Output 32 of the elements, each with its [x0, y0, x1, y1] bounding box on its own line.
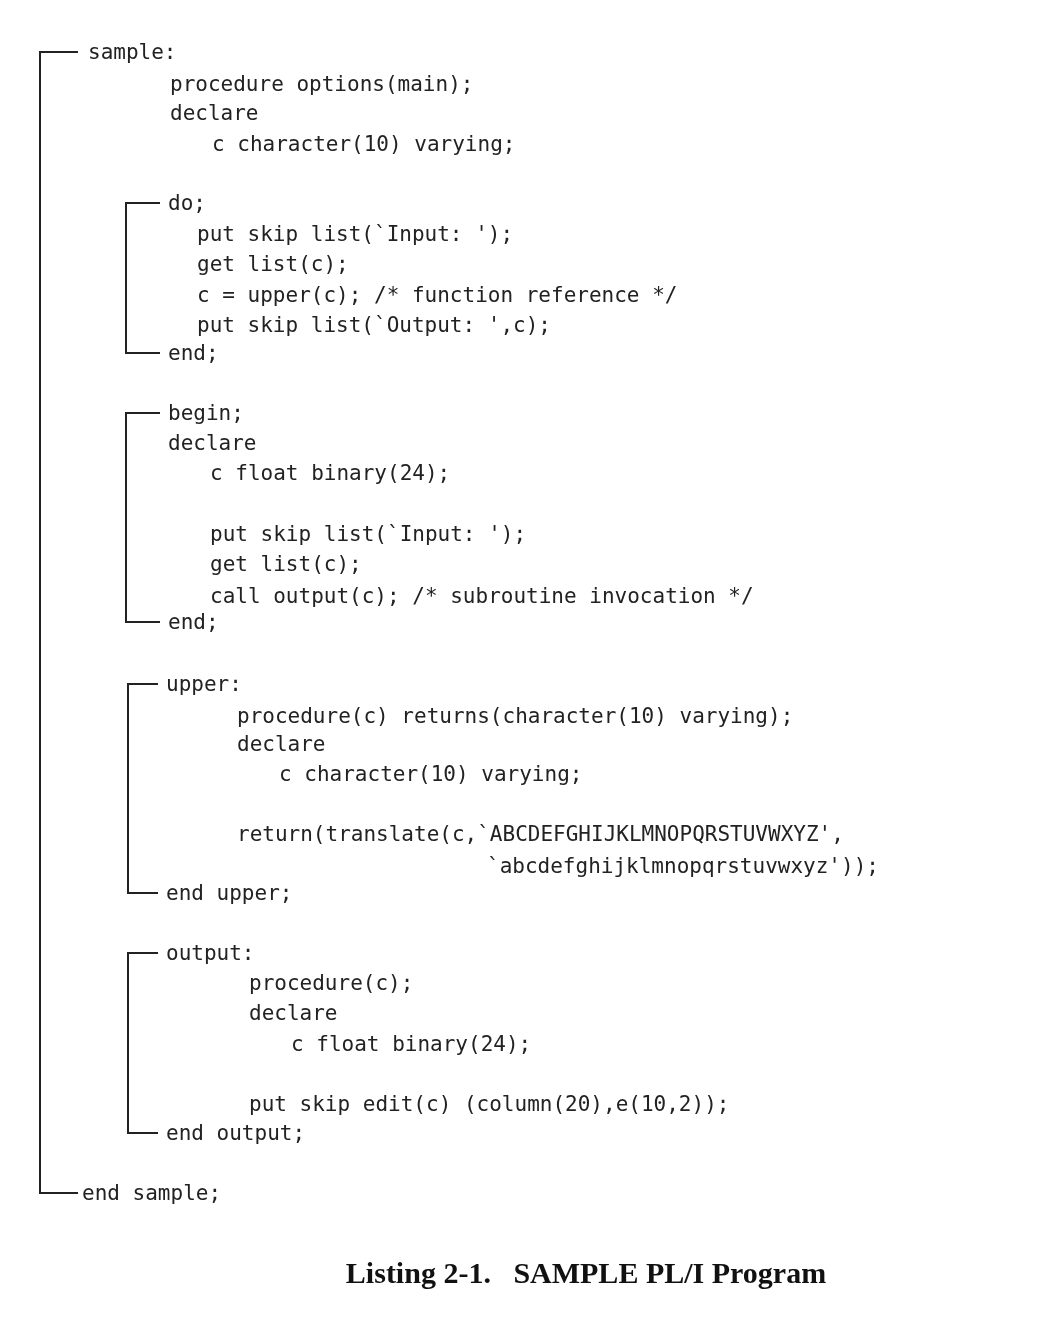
code-line: end; — [168, 609, 219, 635]
code-line: end sample; — [82, 1180, 222, 1206]
code-line: c float binary(24); — [291, 1031, 532, 1057]
code-line: sample: — [88, 39, 177, 65]
code-line: c = upper(c); /* function reference */ — [197, 282, 678, 308]
code-line: put skip list(`Input: '); — [210, 521, 527, 547]
code-line: do; — [168, 190, 206, 216]
code-line: end output; — [166, 1120, 306, 1146]
code-line: call output(c); /* subroutine invocation */ — [210, 583, 754, 609]
code-line: return(translate(c,`ABCDEFGHIJKLMNOPQRSTUVWXYZ', — [237, 821, 844, 847]
code-line: declare — [170, 100, 259, 126]
code-line: `abcdefghijklmnopqrstuvwxyz')); — [487, 853, 879, 879]
code-line: c character(10) varying; — [279, 761, 583, 787]
code-line: put skip list(`Input: '); — [197, 221, 514, 247]
code-line: c character(10) varying; — [212, 131, 516, 157]
code-line: end upper; — [166, 880, 293, 906]
code-line: upper: — [166, 671, 242, 697]
code-line: declare — [237, 731, 326, 757]
code-line: procedure(c) returns(character(10) varying); — [237, 703, 794, 729]
code-line: c float binary(24); — [210, 460, 451, 486]
code-line: put skip list(`Output: ',c); — [197, 312, 551, 338]
code-line: output: — [166, 940, 255, 966]
code-line: get list(c); — [210, 551, 362, 577]
code-line: put skip edit(c) (column(20),e(10,2)); — [249, 1091, 730, 1117]
listing-caption: Listing 2-1. SAMPLE PL/I Program — [344, 1256, 828, 1290]
code-line: end; — [168, 340, 219, 366]
code-line: procedure(c); — [249, 970, 414, 996]
code-line: begin; — [168, 400, 244, 426]
code-line: procedure options(main); — [170, 71, 474, 97]
code-line: declare — [249, 1000, 338, 1026]
code-line: get list(c); — [197, 251, 349, 277]
code-line: declare — [168, 430, 257, 456]
